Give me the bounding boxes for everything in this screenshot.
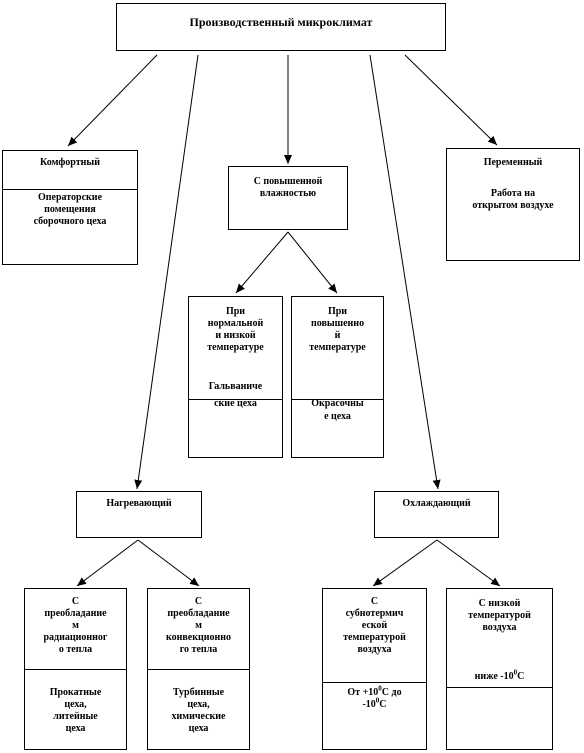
arrow-humid-normal xyxy=(235,231,289,294)
cool-subzero-box: С субнотермич еской температурой воздуха… xyxy=(322,588,427,750)
arrow-heating-convection xyxy=(137,539,200,587)
variable-box: Переменный Работа на открытом воздухе xyxy=(446,148,580,261)
heating-title: Нагревающий xyxy=(106,498,172,509)
comfort-example: Операторские помещения сборочного цеха xyxy=(33,192,107,227)
arrow-root-comfort xyxy=(67,54,158,147)
cool-low-deg: 0 xyxy=(513,668,518,677)
humid-high-example-2: е цеха xyxy=(324,411,351,422)
cool-subzero-from: От +10 xyxy=(347,687,379,698)
humid-high-example-1: Окрасочны xyxy=(311,398,364,409)
humid-title: С повышенной влажностью xyxy=(253,176,323,199)
cool-low-unit: С xyxy=(517,671,525,682)
arrow-cooling-low xyxy=(436,539,501,587)
humid-box: С повышенной влажностью xyxy=(228,166,348,230)
arrow-humid-high xyxy=(287,231,338,294)
humid-normal-box: При нормальной и низкой температуре Галь… xyxy=(188,296,283,458)
arrow-root-heating xyxy=(134,54,199,490)
heat-convection-divider xyxy=(148,669,249,670)
root-box: Производственный микроклимат xyxy=(116,3,446,51)
heat-convection-condition: С преобладание м конвекционно го тепла xyxy=(165,596,232,655)
heat-radiation-divider xyxy=(25,669,126,670)
variable-example: Работа на открытом воздухе xyxy=(472,188,554,211)
heating-box: Нагревающий xyxy=(76,491,202,538)
heat-radiation-condition: С преобладание м радиационног о тепла xyxy=(43,596,108,655)
humid-high-divider xyxy=(292,399,383,400)
cool-subzero-divider xyxy=(323,682,426,683)
cool-low-prefix: ниже -10 xyxy=(474,671,514,682)
variable-title: Переменный xyxy=(483,157,543,168)
heat-radiation-example: Прокатные цеха, литейные цеха xyxy=(49,687,102,734)
cool-subzero-condition: С субнотермич еской температурой воздуха xyxy=(343,596,406,655)
arrow-root-variable xyxy=(404,54,498,146)
humid-normal-condition: При нормальной и низкой температуре xyxy=(207,306,264,353)
comfort-box: Комфортный Операторские помещения сбороч… xyxy=(2,150,138,265)
arrow-cooling-subzero xyxy=(372,539,438,587)
cooling-title: Охлаждающий xyxy=(402,498,471,509)
root-title: Производственный микроклимат xyxy=(189,15,373,29)
cool-subzero-mid: С до xyxy=(381,687,402,698)
cool-subzero-range: От +100С до -100С xyxy=(323,684,426,711)
cool-subzero-deg: 0 xyxy=(378,684,382,693)
cool-low-below: ниже -100С xyxy=(447,668,552,683)
cool-low-condition: С низкой температурой воздуха xyxy=(468,598,531,633)
heat-convection-example: Турбинные цеха, химические цеха xyxy=(171,687,226,734)
arrow-root-cooling xyxy=(369,54,441,490)
comfort-title: Комфортный xyxy=(40,157,100,168)
humid-normal-example-2: ские цеха xyxy=(214,398,257,409)
cool-low-box: С низкой температурой воздуха ниже -100С xyxy=(446,588,553,750)
arrow-heating-radiation xyxy=(76,539,139,587)
humid-high-box: При повышенно й температуре Окрасочны е … xyxy=(291,296,384,458)
humid-normal-example-1: Гальваниче xyxy=(208,381,263,392)
heat-radiation-box: С преобладание м радиационног о тепла Пр… xyxy=(24,588,127,750)
heat-convection-box: С преобладание м конвекционно го тепла Т… xyxy=(147,588,250,750)
humid-high-condition: При повышенно й температуре xyxy=(309,306,366,353)
cool-subzero-deg2: 0 xyxy=(375,696,380,705)
cool-low-divider xyxy=(447,687,552,688)
cooling-box: Охлаждающий xyxy=(374,491,499,538)
comfort-divider xyxy=(3,189,137,190)
cool-subzero-to: -10 xyxy=(362,699,376,710)
cool-subzero-unit: С xyxy=(379,699,387,710)
humid-normal-divider xyxy=(189,399,282,400)
